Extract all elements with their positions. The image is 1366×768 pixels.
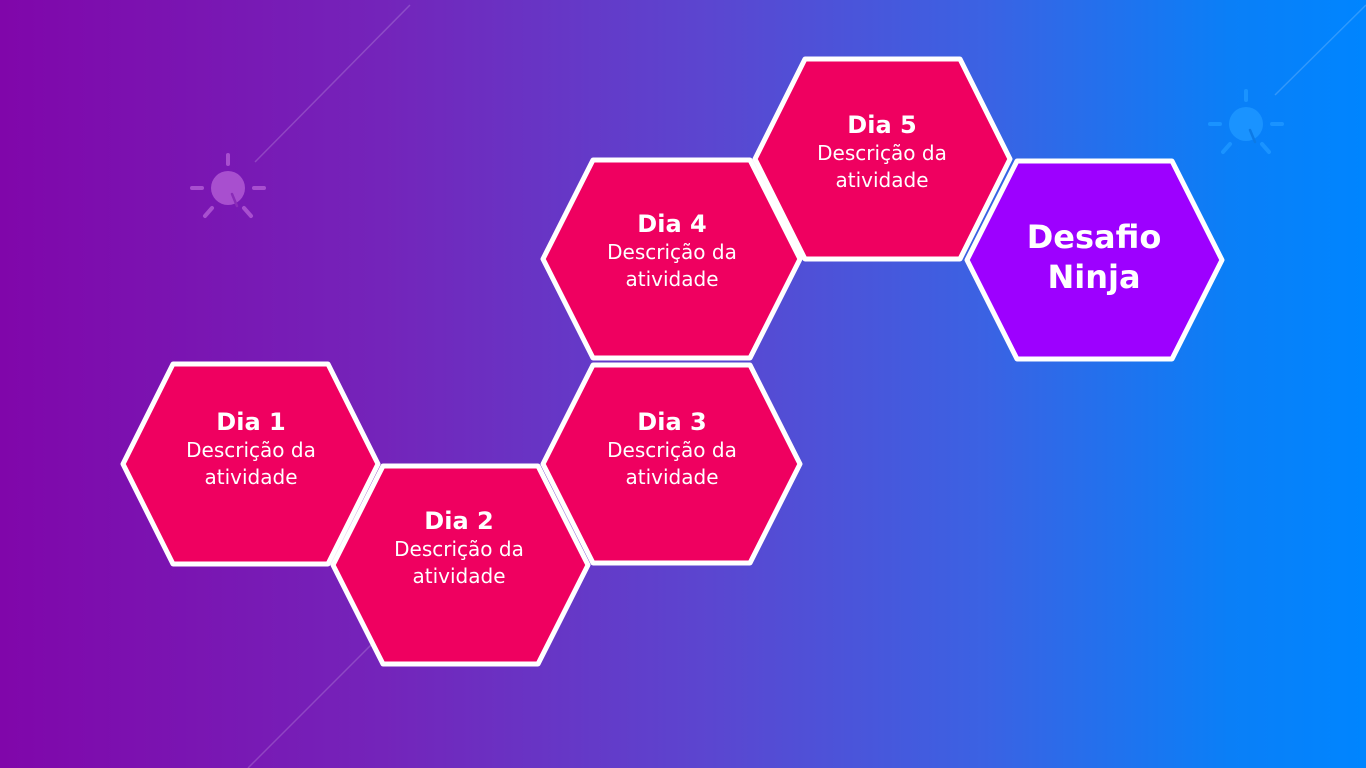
step-description-line: atividade — [204, 465, 298, 489]
step-description-line: atividade — [412, 564, 506, 588]
step-description-line: Descrição da — [817, 141, 947, 165]
step-label-dia-3: Dia 3 Descrição da atividade — [557, 407, 787, 491]
step-label-dia-1: Dia 1 Descrição da atividade — [136, 407, 366, 491]
decor-line — [254, 4, 411, 163]
hex-desafio-ninja — [964, 158, 1225, 362]
lightbulb-icon — [1208, 89, 1284, 154]
step-title: Dia 2 — [424, 507, 494, 535]
hex-dia-2 — [330, 463, 591, 667]
final-title-line: Desafio — [1026, 218, 1162, 256]
step-title: Dia 3 — [637, 408, 707, 436]
step-title: Dia 4 — [637, 210, 707, 238]
hex-dia-5 — [752, 56, 1013, 262]
step-description-line: Descrição da — [607, 438, 737, 462]
final-step-label: Desafio Ninja — [979, 217, 1209, 297]
final-title-line: Ninja — [1047, 258, 1141, 296]
step-description-line: atividade — [625, 465, 719, 489]
decor-line — [1274, 4, 1366, 96]
step-title: Dia 5 — [847, 111, 917, 139]
step-description-line: atividade — [835, 168, 929, 192]
step-description-line: Descrição da — [186, 438, 316, 462]
step-title: Dia 1 — [216, 408, 286, 436]
hex-dia-4 — [540, 157, 803, 361]
step-description-line: Descrição da — [394, 537, 524, 561]
step-description-line: Descrição da — [607, 240, 737, 264]
hex-dia-1 — [120, 361, 381, 567]
step-label-dia-2: Dia 2 Descrição da atividade — [344, 506, 574, 590]
step-description-line: atividade — [625, 267, 719, 291]
step-label-dia-4: Dia 4 Descrição da atividade — [557, 209, 787, 293]
hex-dia-3 — [540, 362, 803, 566]
decor-line — [247, 635, 381, 768]
step-label-dia-5: Dia 5 Descrição da atividade — [767, 110, 997, 194]
lightbulb-icon — [190, 153, 266, 218]
